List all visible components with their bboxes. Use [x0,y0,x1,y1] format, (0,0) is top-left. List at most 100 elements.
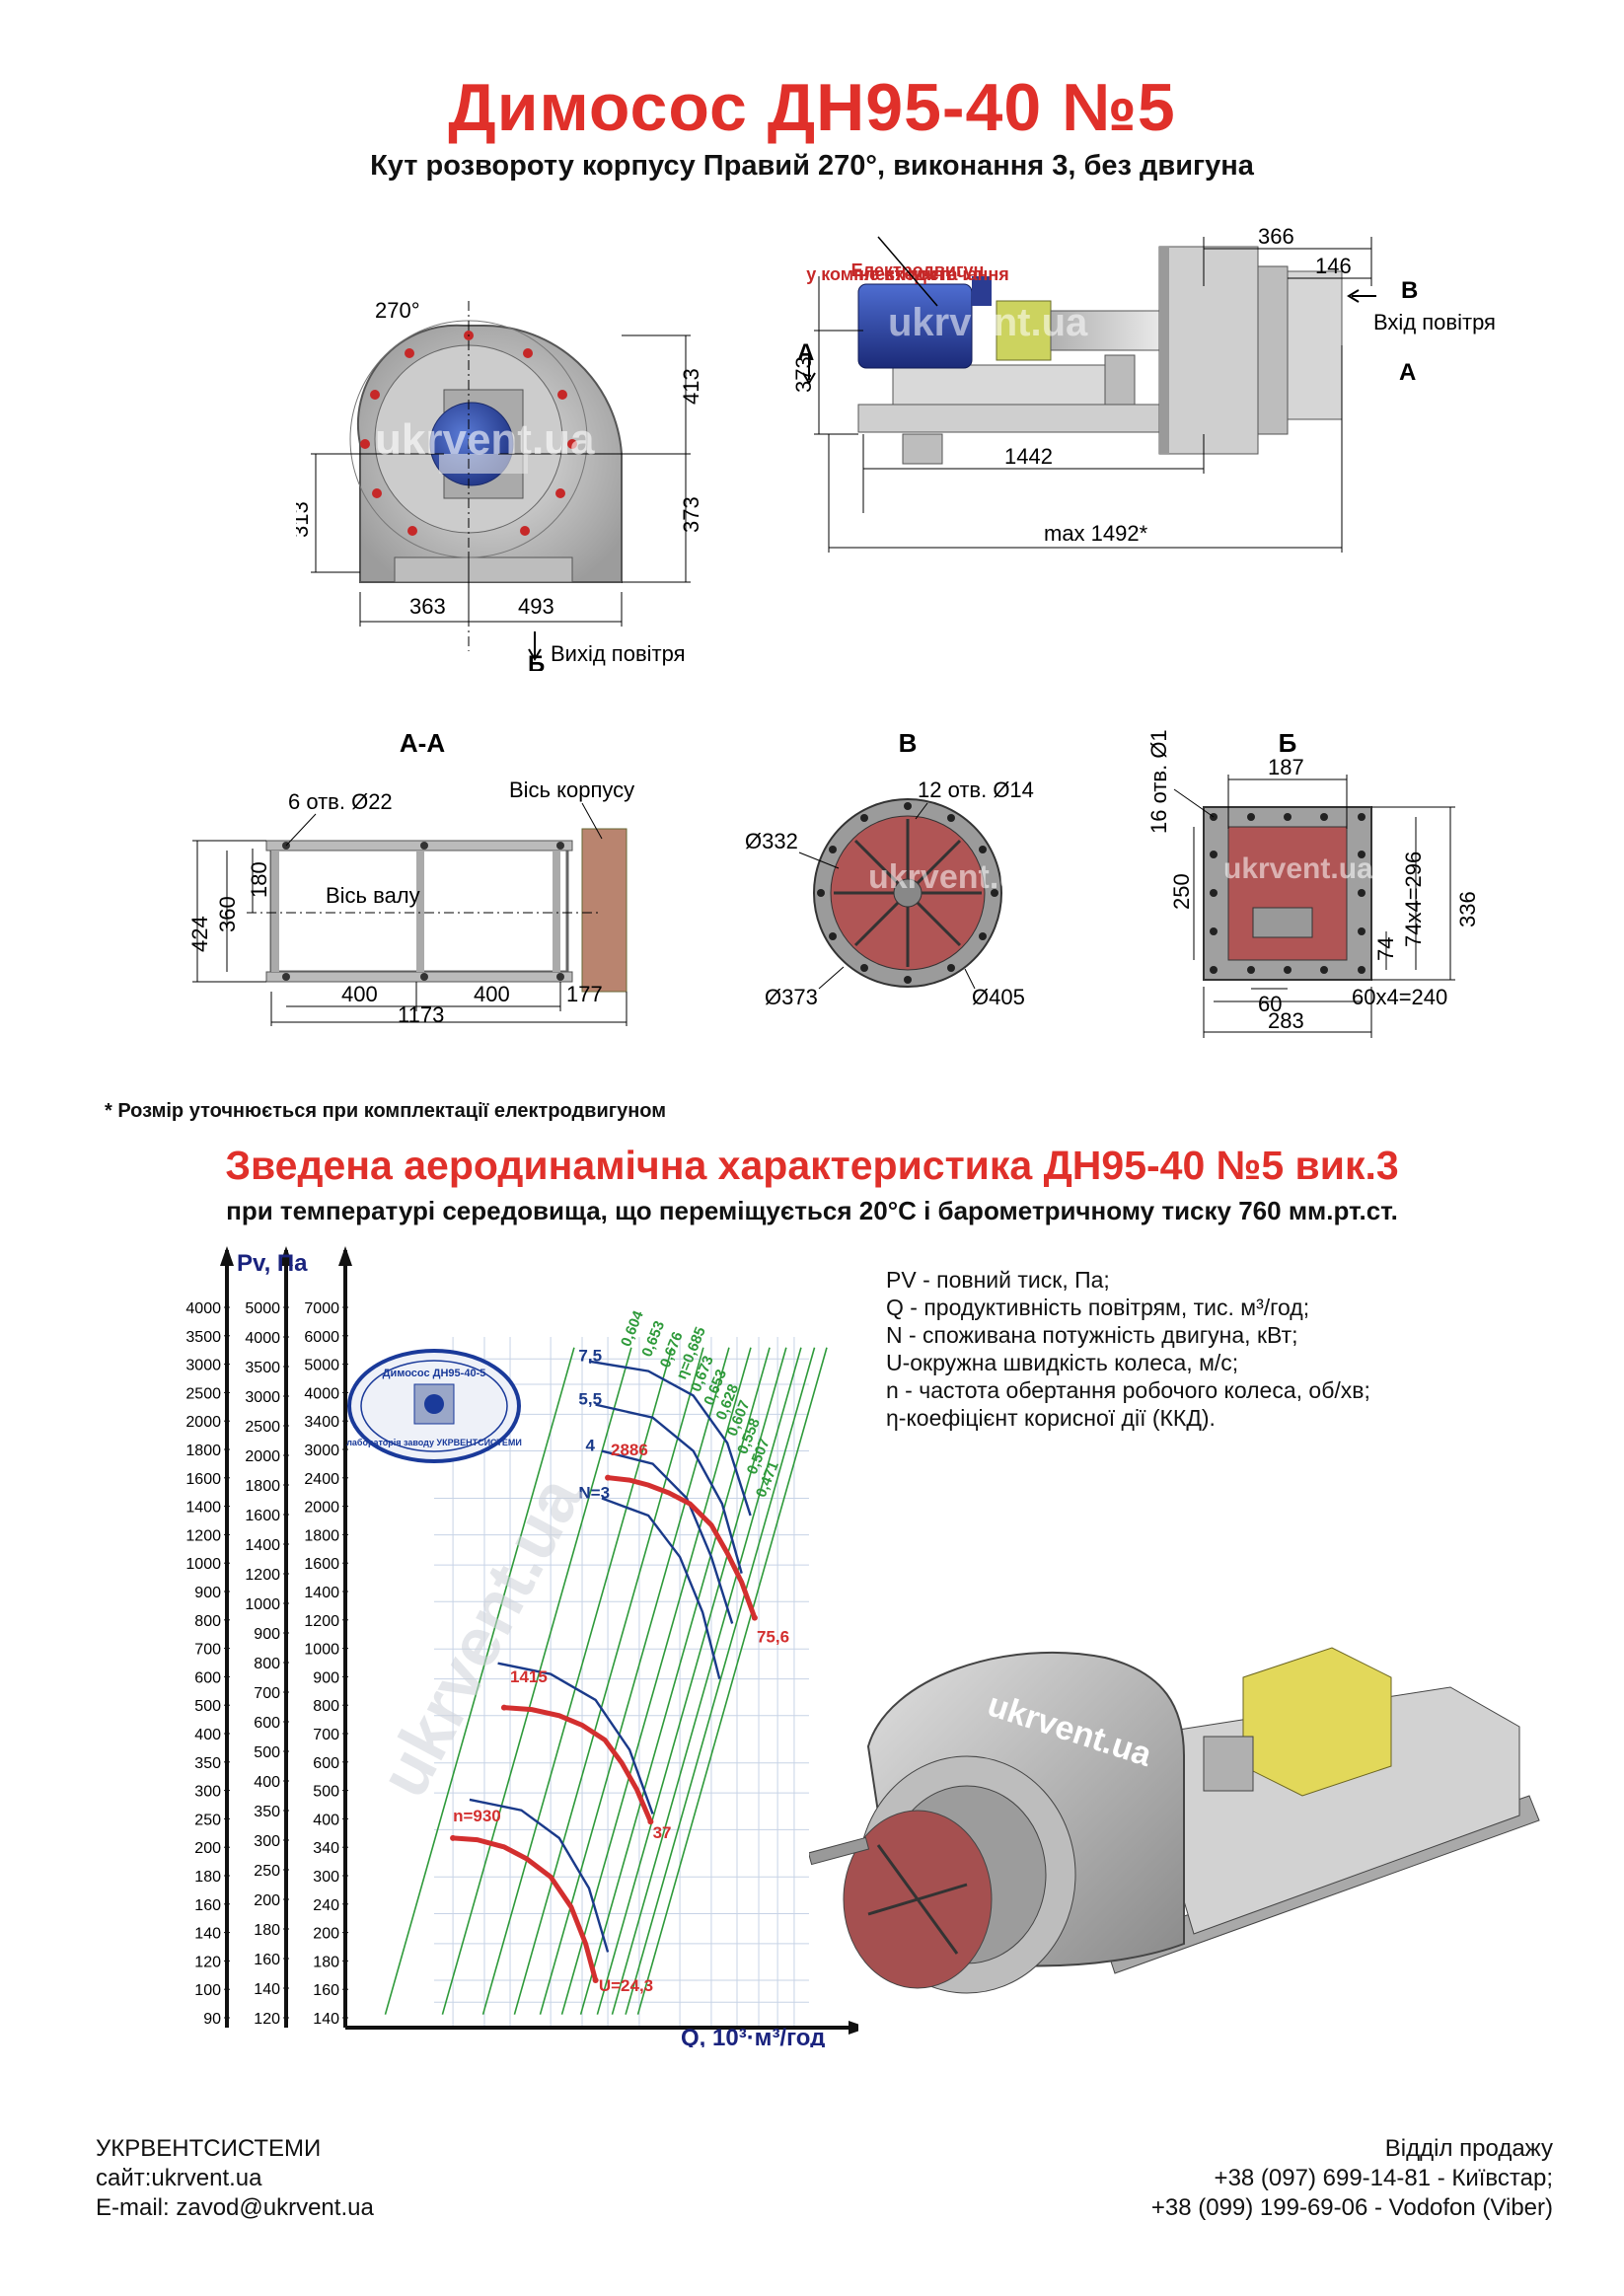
series-point [500,1704,507,1711]
isometric-view: ukrvent.ua [809,1647,1540,1994]
motor-note-2: у комплект постачання [806,264,1009,284]
y-tick-label: 700 [254,1685,280,1702]
y-tick-label: 120 [254,2011,280,2028]
sales-phone-1[interactable]: +38 (097) 699-14-81 - Київстар; [1214,2165,1553,2191]
holes-note: 12 отв. Ø14 [918,778,1034,802]
y-tick-label: 2000 [185,1414,221,1431]
motor-note-1: Електродвигун [851,260,985,280]
series-point [647,1818,654,1825]
y-tick-label: 90 [203,2011,221,2028]
y-tick-label: 1000 [304,1642,339,1659]
y-tick-label: 3000 [245,1389,280,1406]
company-site[interactable]: сайт:ukrvent.ua [96,2165,262,2191]
sales-phone-2[interactable]: +38 (099) 199-69-06 - Vodofon (Viber) [1150,2194,1553,2221]
dim-400-b: 400 [474,982,510,1006]
y-tick-label: 1600 [304,1556,339,1573]
y-tick-label: 250 [194,1812,221,1828]
outlet-mark: Б [528,651,545,671]
y-tick-label: 200 [254,1892,280,1909]
page-title: Димосос ДН95-40 №5 [448,70,1176,145]
series-curve [607,1475,758,1619]
dim-250: 250 [1169,873,1194,910]
company-name: УКРВЕНТСИСТЕМИ [96,2135,322,2162]
y-tick-label: 2000 [304,1500,339,1517]
y-tick-label: 900 [313,1669,339,1686]
axis-arrow [220,1246,234,1266]
watermark: ukrvent.ua [375,415,595,464]
efficiency-line [636,1347,828,2015]
y-tick-label: 140 [313,2011,339,2028]
power-label: 4 [586,1437,596,1455]
y-tick-label: 1400 [245,1537,280,1554]
series-curve [503,1705,653,1823]
dim-493: 493 [518,594,554,619]
legend-eta: η-коефіцієнт корисної дії (ККД). [886,1405,1216,1431]
chart-subtitle: при температурі середовища, що переміщує… [226,1196,1398,1225]
y-tick-label: 4000 [245,1330,280,1347]
power-lines [469,1360,752,1953]
company-email[interactable]: E-mail: zavod@ukrvent.ua [96,2194,374,2221]
series-point [450,1834,457,1841]
y-tick-label: 2500 [185,1385,221,1402]
dia-405: Ø405 [972,985,1025,1009]
power-curve [497,1662,654,1815]
motor-note-3: не входить [858,264,957,284]
holes-note: 6 отв. Ø22 [288,789,393,814]
y-tick-label: 2500 [245,1419,280,1436]
axis-arrow [849,2021,858,2035]
section-aa-drawing: А-А 424 360 180 400 400 177 1173 6 отв. … [187,730,634,1027]
view-outlet-drawing: Б ukrvent.ua 187 16 отв. Ø15 250 336 74x… [1146,730,1480,1038]
series-point [592,1977,599,1984]
inlet-label: Вхід повітря [1373,310,1496,334]
y-tick-label: 900 [194,1585,221,1601]
power-curve [601,1497,721,1679]
lab-stamp: Димосос ДН95-40-5 лабораторія заводу УКР… [346,1349,522,1463]
y-tick-label: 900 [254,1626,280,1643]
y-tick-label: 240 [313,1897,339,1914]
dim-60: 60 [1258,992,1282,1016]
legend-n-speed: n - частота обертання робочого колеса, о… [886,1377,1370,1403]
holes-note: 16 отв. Ø15 [1146,730,1171,834]
y-tick-label: 600 [194,1669,221,1686]
series-curve [452,1835,599,1981]
y-tick-label: 200 [194,1840,221,1857]
dim-187: 187 [1268,755,1304,779]
y-axis-label: Pv, Па [237,1250,308,1277]
y-tick-label: 4000 [185,1300,221,1317]
mark-b: В [1401,277,1418,304]
power-curve [588,1360,752,1517]
series-point [751,1614,758,1621]
aero-chart: 200°C100°C20°C40003500300025002000180016… [185,1246,858,2047]
legend-pv: PV - повний тиск, Па; [886,1267,1110,1293]
tip-speed-label: U=24,3 [599,1976,653,1995]
side-view-drawing: 366 146 373 1442 max 1492* ukrvent.ua Ел… [791,227,1496,553]
y-tick-label: 4000 [304,1385,339,1402]
dim-max-1492: max 1492* [1044,521,1148,546]
y-tick-label: 100 [194,1982,221,1999]
y-tick-label: 1000 [245,1596,280,1613]
view-outlet-title: Б [1279,730,1297,758]
dim-283: 283 [1268,1008,1304,1033]
dim-146: 146 [1315,254,1352,278]
efficiency-line [625,1347,816,2015]
watermark: ukrvent.ua [888,301,1088,344]
y-tick-label: 350 [194,1755,221,1772]
dim-313: 313 [296,501,313,538]
power-curve [595,1403,743,1574]
view-inlet-title: В [899,730,918,758]
legend-u: U-окружна швидкість колеса, м/с; [886,1350,1239,1375]
shaft-axis-label: Вісь валу [326,883,420,908]
y-tick-label: 800 [254,1656,280,1672]
y-tick-label: 700 [194,1642,221,1659]
y-tick-label: 600 [313,1755,339,1772]
y-tick-label: 160 [313,1982,339,1999]
y-tick-label: 3000 [304,1443,339,1459]
legend-q: Q - продуктивність повітрям, тис. м³/год… [886,1295,1310,1320]
dim-424: 424 [187,916,212,952]
series-point [605,1474,612,1481]
y-tick-label: 1200 [185,1527,221,1544]
chart-axes: 200°C100°C20°C40003500300025002000180016… [185,1246,858,2035]
speed-label: n=930 [453,1807,501,1825]
power-label: 7,5 [578,1347,602,1366]
y-tick-label: 1400 [304,1585,339,1601]
